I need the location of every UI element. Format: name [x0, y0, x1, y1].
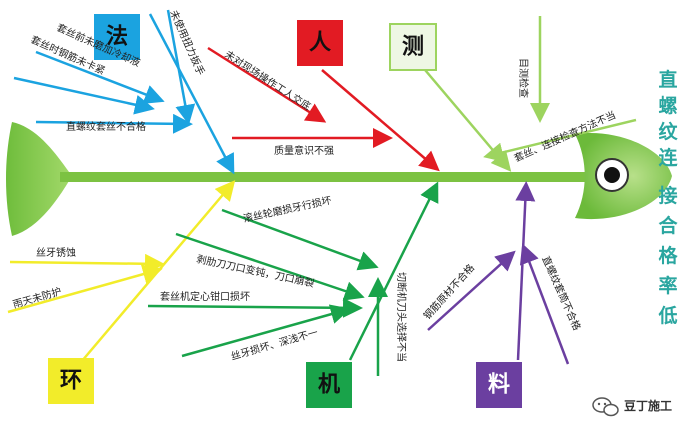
branch-liao [427, 181, 570, 365]
cause-ce-1: 目测检查 [517, 58, 530, 98]
branch-huan [7, 180, 236, 369]
fish-pupil [604, 167, 620, 183]
brand-text: 豆丁施工 [624, 398, 672, 413]
title-char-8: 率 [658, 274, 677, 297]
branch-ce [419, 16, 637, 172]
cause-fa-4: 直螺纹套丝不合格 [66, 120, 146, 133]
title-char-7: 格 [658, 244, 678, 267]
wechat-bubble-icon [592, 397, 619, 417]
category-ce-label: 测 [402, 35, 424, 60]
category-ji-box [306, 362, 352, 408]
branch-ren [207, 46, 440, 172]
title-char-3: 纹 [658, 120, 678, 143]
fish-tail [6, 122, 72, 236]
branch-fa [13, 9, 235, 175]
cause-ji-3: 套丝机定心钳口损坏 [160, 290, 250, 303]
brand-watermark: 豆丁施工 [592, 397, 672, 417]
cause-ji-1: 滚丝轮磨损牙行损坏 [242, 194, 333, 225]
category-ren-label: 人 [309, 31, 331, 56]
category-ji-label: 机 [318, 373, 340, 398]
cause-ji-5: 切断机刀头选择不当 [395, 272, 408, 362]
category-ren-box [297, 20, 343, 66]
cause-huan-2: 雨天未防护 [11, 285, 63, 311]
cause-ren-2: 质量意识不强 [274, 144, 334, 157]
cause-liao-2: 直螺纹套筒不合格 [539, 254, 583, 332]
title-char-2: 螺 [658, 95, 677, 117]
category-fa-label: 法 [106, 25, 128, 50]
cause-ji-2: 剥肋刀刀口变钝，刀口崩裂 [195, 252, 315, 290]
category-ce-box [389, 23, 437, 71]
title-char-4: 连 [658, 146, 678, 169]
category-huan-label: 环 [60, 369, 82, 394]
category-fa-box [94, 14, 140, 60]
category-huan-box [48, 358, 94, 404]
title-char-9: 低 [657, 304, 677, 327]
title-char-1: 直 [658, 68, 677, 91]
category-liao-box [476, 362, 522, 408]
category-liao-label: 料 [488, 373, 510, 398]
cause-huan-1: 丝牙锈蚀 [36, 246, 76, 259]
fish-spine [60, 172, 585, 182]
branch-ji [147, 181, 439, 376]
diagram-title: 直 螺 纹 连 接 合 格 率 低 [657, 68, 678, 327]
title-char-5: 接 [658, 185, 677, 207]
title-char-6: 合 [658, 214, 678, 237]
